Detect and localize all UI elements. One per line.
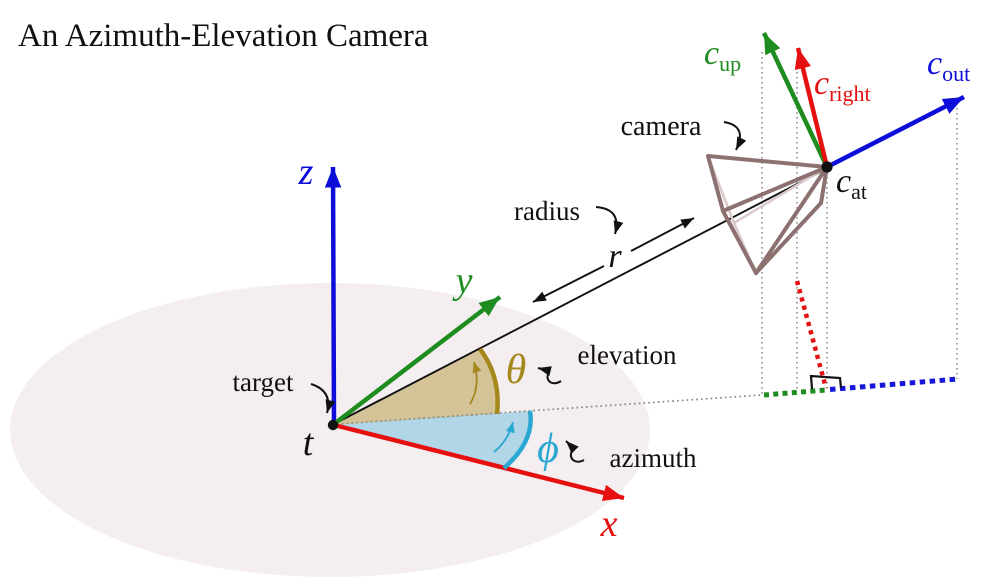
elevation-angle-arrow [469,361,482,405]
theta-label: θ [506,347,527,393]
x-axis-label: x [600,503,618,545]
right-angle-marker [809,374,843,390]
target-label: target [233,367,294,397]
radius-line [333,168,827,425]
target-callout-arrow [310,383,336,414]
c-out-axis [825,94,966,170]
diagram-title: An Azimuth-Elevation Camera [18,18,429,54]
radius-label: radius [514,196,580,226]
ground-plane-ellipse [10,283,650,577]
camera-label: camera [621,111,702,142]
camera-frustum-edges [706,154,829,275]
c-at-point [821,161,833,173]
c-at-label: cat [836,163,867,204]
z-axis [324,166,342,425]
t-label: t [303,422,315,464]
c-out-label: cout [927,45,970,86]
camera-callout-arrow [723,121,747,151]
c-right-label: cright [814,65,871,106]
y-axis [332,295,502,426]
azimuth-angle-arrow [493,421,515,453]
r-label: r [608,238,622,275]
ground-dashed-blue-segment [829,376,959,392]
azimuth-callout-arrow [565,440,579,454]
elevation-label: elevation [578,340,677,370]
c-up-label: cup [704,35,741,76]
z-axis-label: z [298,151,314,193]
phi-label: ϕ [537,426,559,472]
radius-measure-arrow-lower [532,265,605,303]
red-dashed-drop-line [794,280,829,389]
c-right-axis [794,47,830,168]
elevation-angle-fill [334,349,498,425]
azimuth-angle-fill [334,411,531,468]
radius-measure-arrow-upper [630,217,695,252]
azimuth-label: azimuth [610,443,697,473]
x-axis [333,422,625,502]
y-axis-label: y [452,260,473,302]
elevation-callout-arrow [537,366,552,377]
elevation-angle-arc [478,347,500,415]
ground-dashed-green-segment [763,387,827,398]
radius-callout-arrow [595,206,624,235]
c-up-axis [761,32,830,168]
azimuth-angle-arc [502,410,533,470]
target-point [327,419,339,431]
